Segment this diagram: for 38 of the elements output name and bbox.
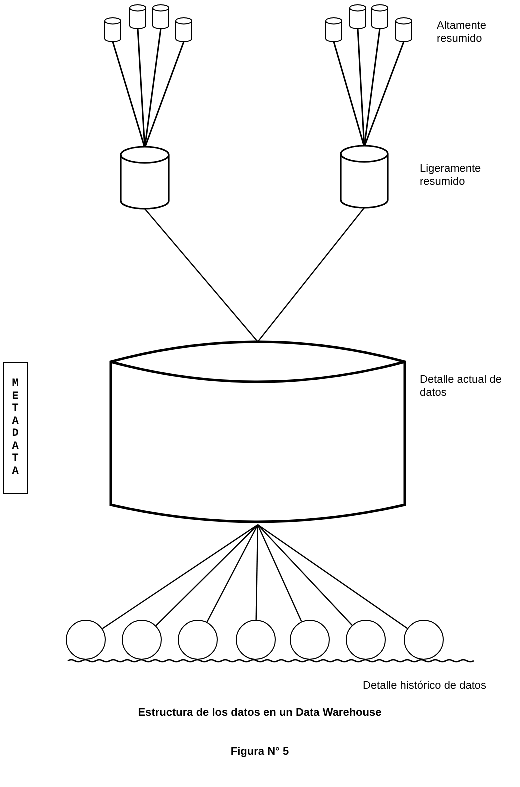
- connector-line: [156, 524, 258, 626]
- database-cylinder: [103, 16, 123, 44]
- figure-number: Figura N° 5: [230, 746, 290, 759]
- group-label: Detalle histórico de datos: [363, 680, 488, 693]
- database-cylinder: [174, 16, 194, 44]
- connector-line: [206, 524, 259, 623]
- database-cylinder: [339, 144, 390, 210]
- group-label: Ligeramente resumido: [420, 163, 482, 189]
- connector-line: [112, 42, 146, 148]
- storage-circle: [176, 618, 220, 662]
- storage-circle: [288, 618, 332, 662]
- connector-line: [333, 42, 366, 148]
- connector-line: [256, 524, 259, 620]
- database-cylinder: [324, 16, 344, 44]
- metadata-label: META DATA: [12, 378, 19, 478]
- diagram-caption: Estructura de los datos en un Data Warehouse: [137, 707, 383, 720]
- connector-line: [258, 524, 408, 630]
- storage-circle: [344, 618, 388, 662]
- database-cylinder: [151, 3, 171, 31]
- database-cylinder: [370, 3, 390, 31]
- connector-line: [144, 208, 258, 342]
- storage-circle: [402, 618, 446, 662]
- connector-line: [144, 42, 185, 148]
- storage-circle: [64, 618, 108, 662]
- database-cylinder: [394, 16, 414, 44]
- connector-line: [257, 524, 302, 622]
- database-cylinder: [119, 145, 171, 211]
- connector-line: [102, 524, 258, 630]
- storage-circle: [234, 618, 278, 662]
- connector-line: [364, 42, 405, 148]
- connector-line: [258, 524, 353, 626]
- storage-circle: [120, 618, 164, 662]
- database-cylinder: [128, 3, 148, 31]
- group-label: Detalle actual de datos: [420, 374, 503, 400]
- database-cylinder: [348, 3, 368, 31]
- group-label: Altamente resumido: [437, 20, 488, 46]
- connector-line: [258, 208, 365, 342]
- metadata-box: [3, 362, 28, 494]
